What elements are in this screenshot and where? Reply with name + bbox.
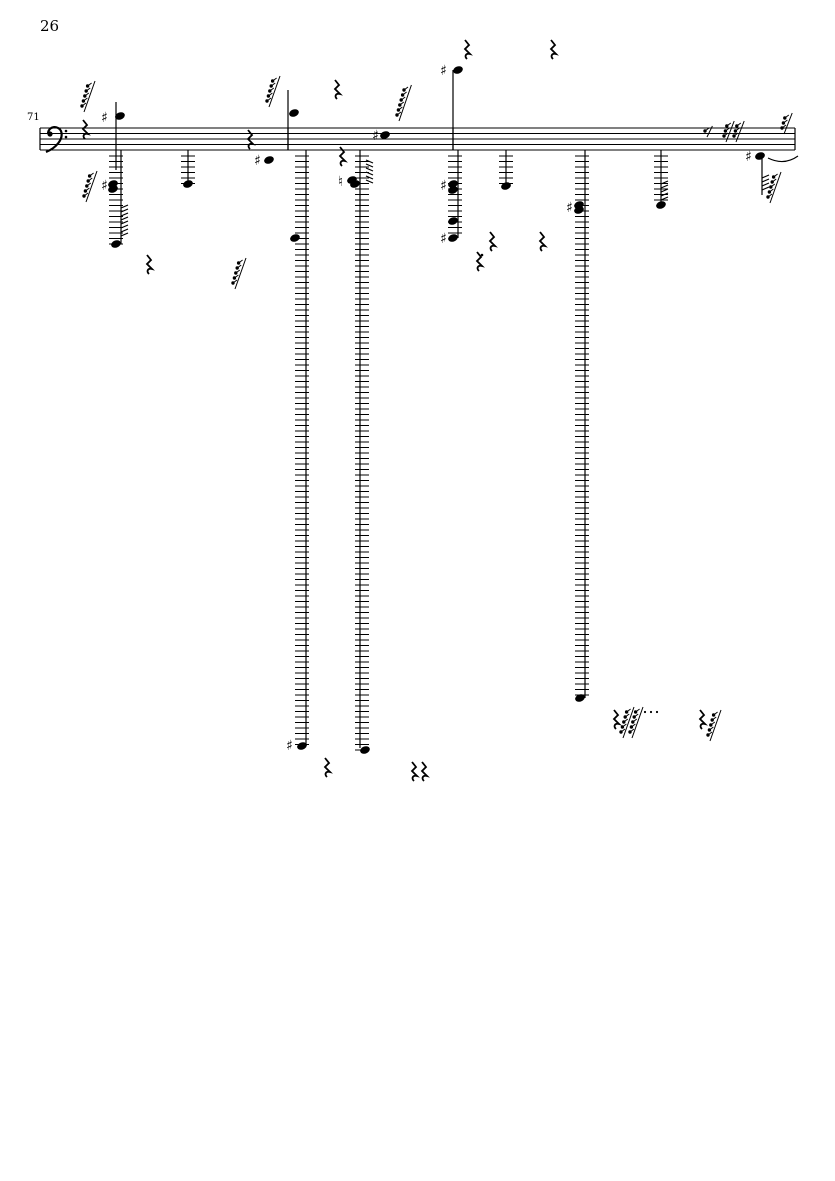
natural-icon: ♮	[338, 174, 343, 190]
quarter-rest-icon	[612, 709, 622, 730]
sixteenth-rest-icon	[628, 706, 644, 739]
quarter-rest-icon	[338, 146, 348, 167]
tie	[767, 155, 799, 163]
sharp-icon: ♯	[440, 231, 447, 247]
notehead	[453, 66, 463, 74]
notehead	[297, 742, 307, 750]
notehead	[448, 186, 458, 194]
ledger-lines	[575, 155, 589, 696]
notehead	[115, 112, 125, 120]
notehead	[289, 109, 299, 117]
sixteenth-rest-icon	[766, 171, 782, 204]
notehead	[111, 240, 121, 248]
notehead	[448, 217, 458, 225]
quarter-rest-icon	[410, 761, 420, 782]
staff-lines	[40, 127, 795, 151]
notehead	[755, 152, 765, 160]
notehead	[575, 694, 585, 702]
quarter-rest-icon	[323, 757, 333, 778]
ledger-lines	[355, 155, 369, 751]
beam-hook-group	[761, 174, 770, 191]
notehead	[448, 234, 458, 242]
sharp-icon: ♯	[254, 153, 261, 169]
sixteenth-rest-icon	[706, 709, 722, 742]
accidentals: ♯ ♯ ♯ ♯ ♮ ♯ ♯ ♯ ♯ ♯ ♯	[101, 63, 752, 754]
sixteenth-rest-icon	[265, 75, 281, 108]
beam-hook-group	[660, 180, 669, 201]
sharp-icon: ♯	[286, 738, 293, 754]
beam-hook-group	[365, 159, 374, 184]
noteheads	[108, 66, 765, 754]
rests	[80, 39, 793, 782]
beam-hook-group	[120, 204, 129, 237]
sharp-icon: ♯	[101, 110, 108, 126]
sixteenth-rest-icon	[703, 125, 713, 138]
notehead	[448, 180, 458, 188]
quarter-rest-icon	[463, 39, 473, 60]
ledger-line-columns	[109, 155, 668, 751]
notehead	[108, 185, 118, 193]
sixteenth-rest-icon	[82, 170, 98, 203]
sixteenth-rest-icon	[231, 257, 247, 290]
quarter-rest-icon	[538, 231, 548, 252]
sixteenth-rest-icon	[80, 80, 96, 113]
sixteenth-rest-icon	[780, 112, 793, 135]
sharp-icon: ♯	[440, 178, 447, 194]
quarter-rest-icon	[488, 231, 498, 252]
sharp-icon: ♯	[101, 178, 108, 194]
ledger-lines	[295, 155, 309, 745]
augmentation-dots	[480, 253, 659, 714]
sharp-icon: ♯	[372, 128, 379, 144]
beam-hooks	[120, 159, 770, 237]
bass-clef-icon	[45, 126, 68, 154]
notehead	[264, 156, 274, 164]
quarter-rest-icon	[549, 39, 559, 60]
quarter-rest-icon	[698, 709, 708, 730]
notehead	[290, 234, 300, 242]
quarter-rest-icon	[246, 129, 256, 150]
quarter-rest-icon	[475, 251, 485, 272]
sixteenth-rest-icon	[732, 120, 745, 143]
quarter-rest-icon	[333, 79, 343, 100]
page-number: 26	[40, 17, 60, 35]
measure-number: 71	[27, 112, 40, 123]
notehead	[360, 746, 370, 754]
sixteenth-rest-icon	[619, 706, 635, 739]
notehead	[574, 206, 584, 214]
quarter-rest-icon	[145, 254, 155, 275]
sixteenth-rest-icon	[722, 120, 735, 143]
notehead	[380, 131, 390, 139]
quarter-rest-icon	[420, 761, 430, 782]
sharp-icon: ♯	[440, 63, 447, 79]
sharp-icon: ♯	[745, 149, 752, 165]
notehead	[501, 182, 511, 190]
quarter-rest-icon	[81, 119, 91, 140]
sixteenth-rest-icon	[395, 84, 412, 122]
sharp-icon: ♯	[566, 200, 573, 216]
notehead	[183, 180, 193, 188]
notehead	[656, 201, 666, 209]
note-stems	[115, 70, 763, 748]
notehead	[350, 180, 360, 188]
